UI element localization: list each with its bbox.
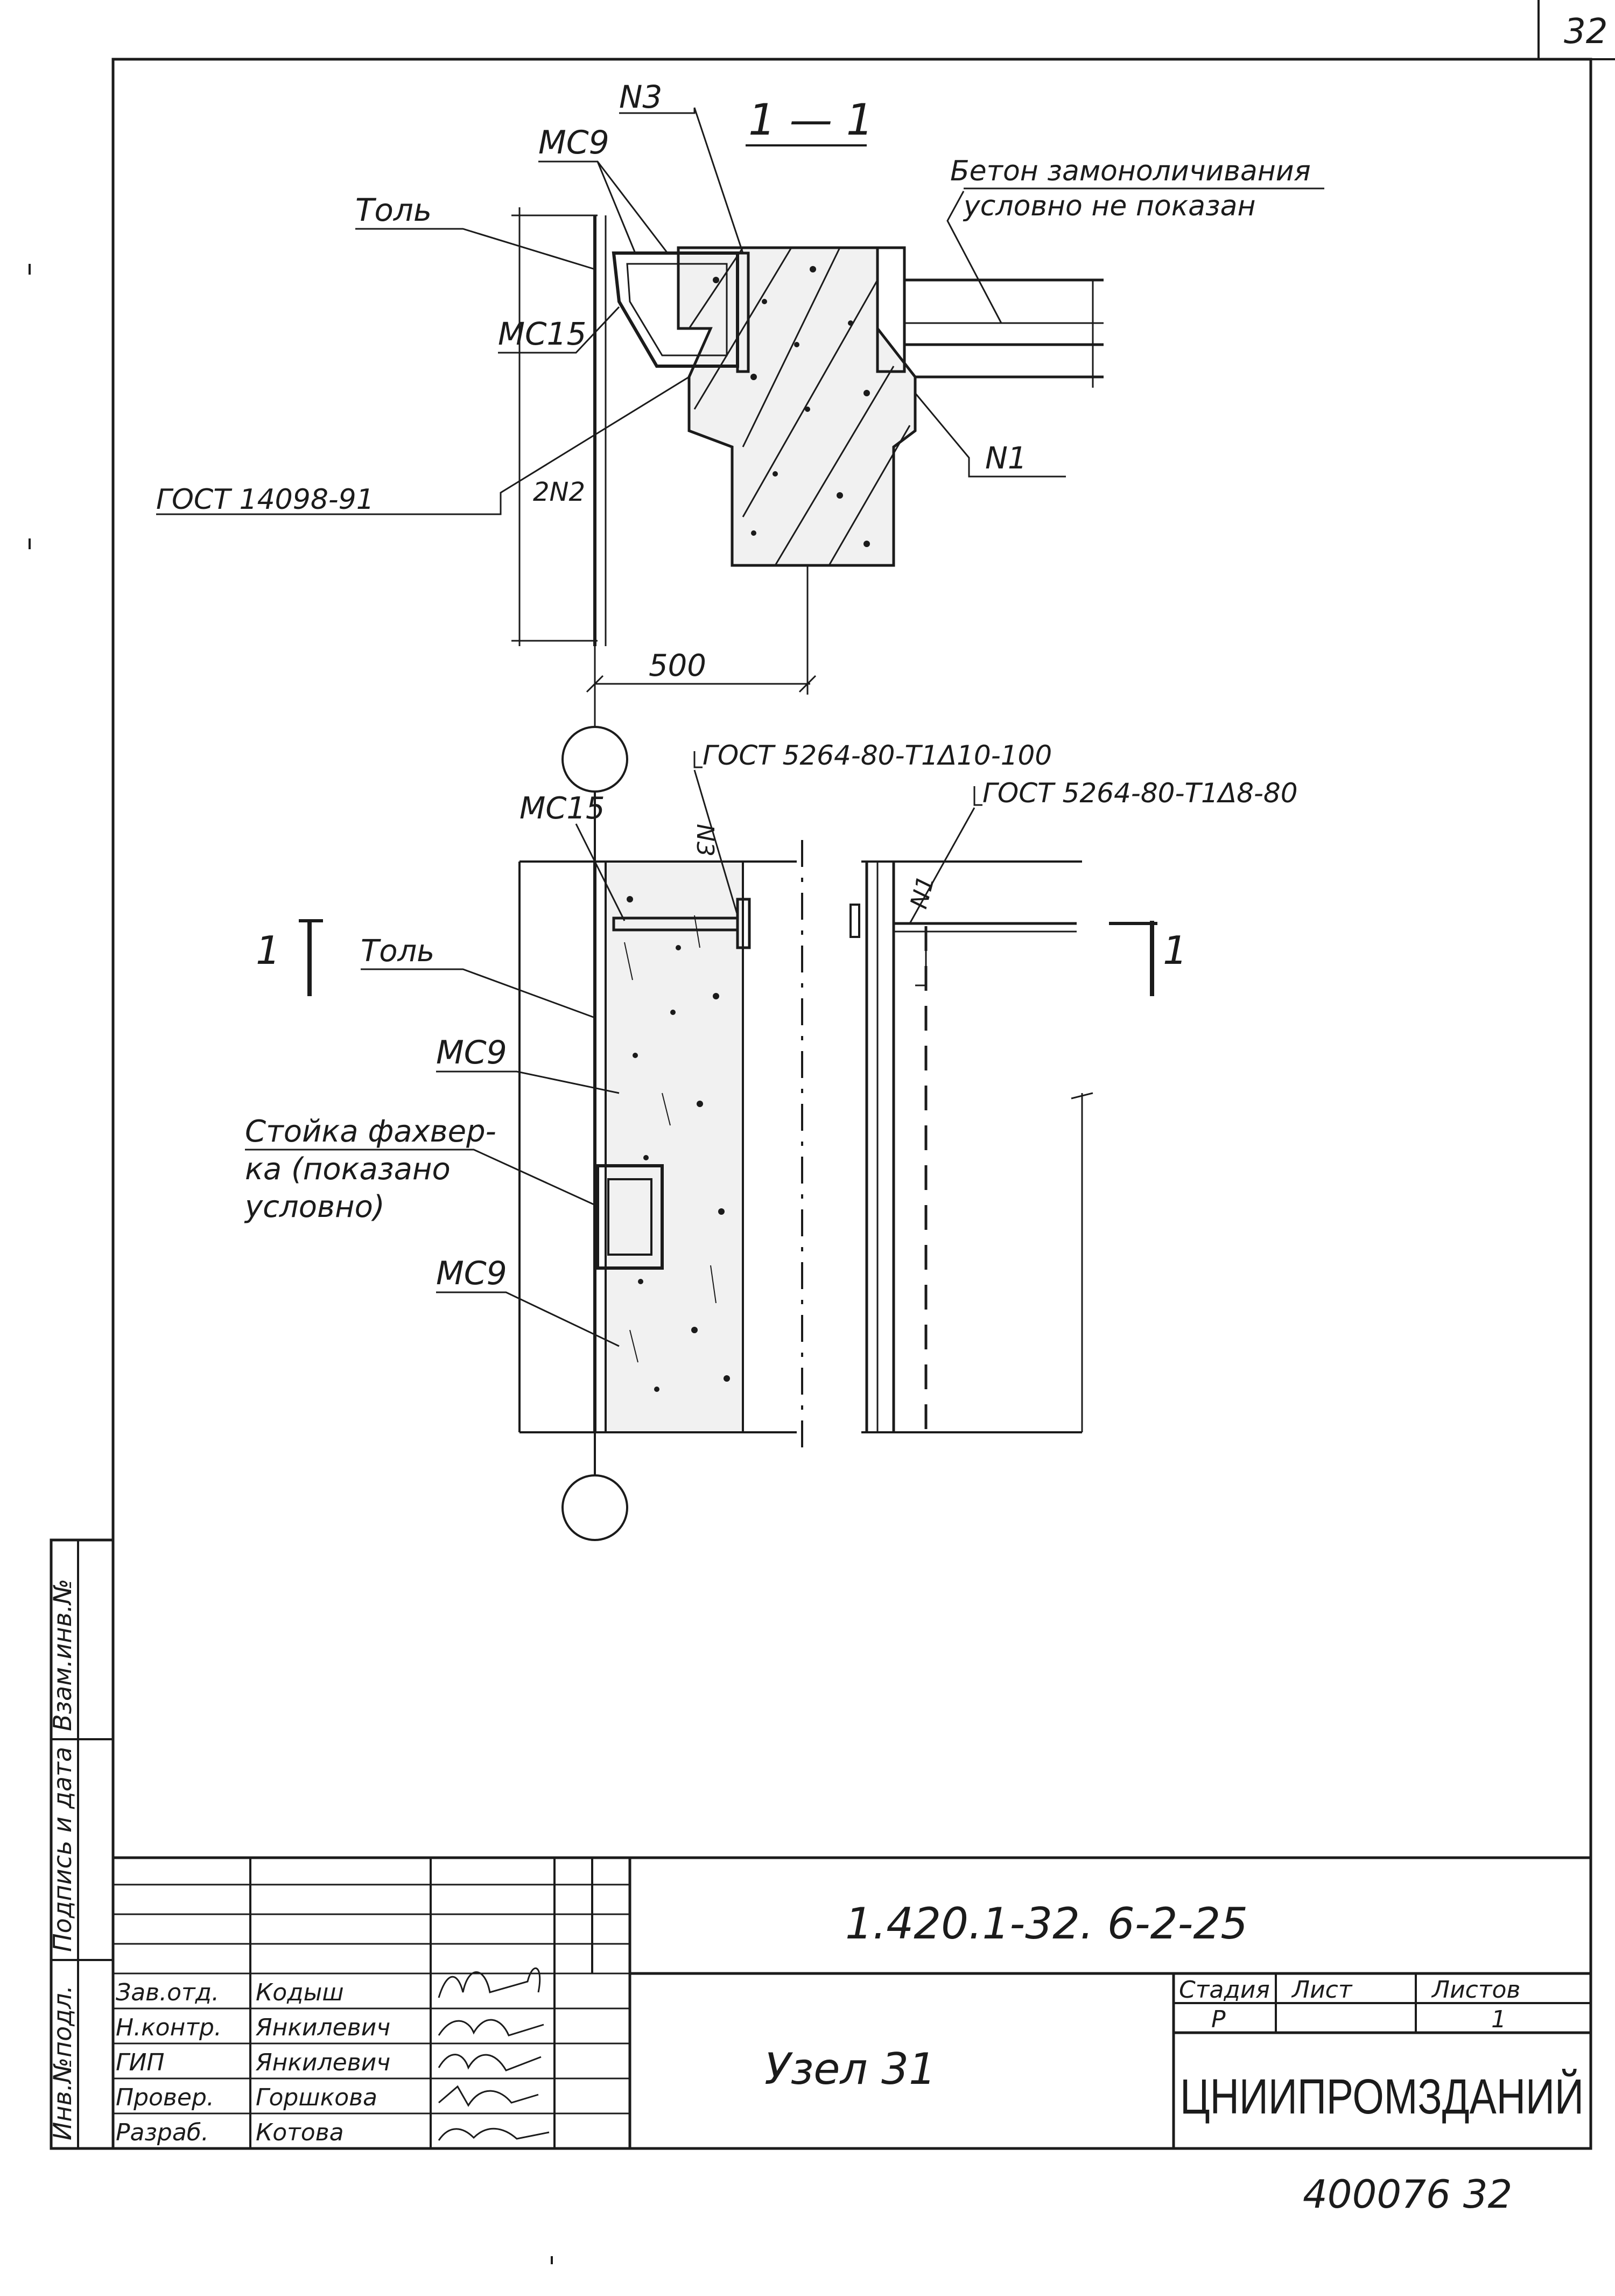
tol-label-section: Толь [355,192,432,228]
mark-mc9-section: MC9 [538,124,609,162]
role-zav-otd: Зав.отд. [116,1979,219,2006]
role-prover: Провер. [116,2084,214,2111]
stamp-podpis-data: Подпись и дата [48,1747,77,1952]
stage-header: Стадия [1179,1976,1270,2004]
cut-mark-right: 1 [1163,928,1188,973]
mark-n1-plan: N1 [905,873,940,912]
sheets-header: Листов [1431,1976,1520,2004]
role-gip: ГИП [116,2049,165,2076]
document-code: 1.420.1-32. 6-2-25 [845,1899,1248,1949]
stamp-vzam-inv: Взам.инв.№ [48,1579,77,1731]
axis-marker-bottom [561,1474,628,1541]
name-razrab: Котова [256,2119,344,2146]
mark-n1-section: N1 [985,441,1027,476]
tol-label-plan: Толь [361,934,434,969]
role-razrab: Разраб. [116,2119,209,2146]
side-stamp-strip: Инв.№подл. Подпись и дата Взам.инв.№ [48,1538,115,2150]
weld-2n2-label: 2N2 [533,477,585,507]
archive-number: 400076 32 [1303,2172,1512,2217]
gost-weld-plan-1: ГОСТ 5264-80-Т1Δ10-100 [703,740,1052,771]
sheets-value: 1 [1491,2006,1506,2033]
cut-mark-left: 1 [256,928,280,973]
dimension-500: 500 [649,648,706,683]
name-prover: Горшкова [256,2084,377,2111]
name-gip: Янкилевич [255,2049,390,2076]
signatures [438,1968,550,2141]
note-concrete-line2: условно не показан [963,190,1256,222]
plan-view: 1 1 ГОСТ 5264-80-Т1Δ10-100 ГОСТ 5264-80-… [244,740,1298,1454]
note-concrete-line1: Бетон замоноличивания [950,155,1311,187]
stamp-inv-podl: Инв.№подл. [48,1985,77,2140]
gost-weld-plan-2: ГОСТ 5264-80-Т1Δ8-80 [982,778,1298,809]
section-1-1: 1 — 1 [156,79,1324,727]
name-n-kontr: Янкилевич [255,2014,390,2041]
mark-mc9-plan-b: MC9 [436,1255,507,1292]
mark-mc15-section: MC15 [498,316,586,352]
stoyka-label-3: условно) [244,1189,385,1224]
mark-mc15-plan: MC15 [519,791,605,826]
role-n-kontr: Н.контр. [116,2014,222,2041]
drawing-title: Узел 31 [764,2044,936,2094]
stoyka-label-1: Стойка фахвер- [245,1114,496,1149]
mark-mc9-plan-a: MC9 [436,1034,507,1072]
section-title: 1 — 1 [748,95,874,145]
sheet-header: Лист [1291,1976,1353,2004]
stage-value: Р [1211,2006,1226,2033]
corner-sheet-number: 32 [1537,0,1615,60]
name-zav-otd: Кодыш [256,1979,344,2006]
mark-n3-section: N3 [619,79,662,115]
axis-marker-top [561,726,628,793]
gost-weld-section: ГОСТ 14098-91 [156,484,374,516]
title-block: Зав.отд. Кодыш Н.контр. Янкилевич ГИП Ян… [111,1856,1592,2150]
mark-n3-plan: N3 [691,824,719,857]
svg-text:32: 32 [1564,12,1607,52]
organization-name: ЦНИИПРОМЗДАНИЙ [1180,2068,1584,2124]
stoyka-label-2: ка (показано [245,1152,451,1187]
